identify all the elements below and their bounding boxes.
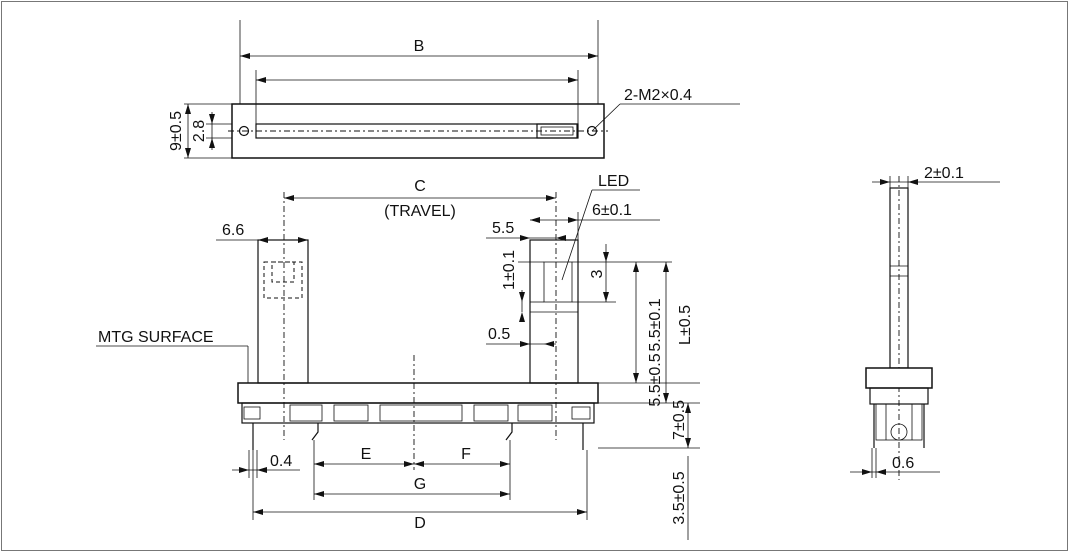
dim-label-5-5: 5.5 bbox=[492, 220, 514, 237]
dim-label-0-5: 0.5 bbox=[488, 326, 510, 343]
front-view: C (TRAVEL) 6.6 5.5 6±0.1 LED 1±0.1 0.5 bbox=[96, 173, 700, 540]
top-view: B 9±0.5 2.8 2-M2×0.4 bbox=[168, 20, 740, 159]
dim-label-D: D bbox=[414, 515, 426, 532]
dim-label-F: F bbox=[461, 446, 471, 463]
front-view-base bbox=[237, 382, 599, 404]
dim-label-7-tol: 7±0.5 bbox=[671, 400, 688, 440]
dim-label-0-4: 0.4 bbox=[270, 453, 292, 470]
mount-hole-left bbox=[238, 125, 250, 137]
dim-label-9-tol: 9±0.5 bbox=[168, 111, 185, 151]
mtg-surface-label: MTG SURFACE bbox=[98, 329, 214, 346]
dim-label-1-tol: 1±0.1 bbox=[501, 250, 518, 290]
dim-label-6-6: 6.6 bbox=[222, 222, 244, 239]
dim-label-2-tol: 2±0.1 bbox=[924, 165, 964, 182]
top-view-knob bbox=[536, 123, 578, 139]
dim-label-5-5-tol: 5.5±0.1 bbox=[647, 298, 664, 351]
side-view: 2±0.1 0.6 bbox=[850, 165, 1000, 480]
travel-label: (TRAVEL) bbox=[384, 203, 456, 220]
dim-label-0-6: 0.6 bbox=[892, 455, 914, 472]
dim-label-5-5-tol2: 5.5±0.5 bbox=[647, 353, 664, 406]
led-slider-lever bbox=[529, 239, 579, 384]
dim-label-3-5-tol: 3.5±0.5 bbox=[671, 471, 688, 524]
screw-label: 2-M2×0.4 bbox=[624, 87, 692, 104]
dim-label-2-8: 2.8 bbox=[191, 120, 208, 142]
dim-label-6-tol: 6±0.1 bbox=[592, 202, 632, 219]
mount-hole-right bbox=[586, 125, 598, 137]
dim-label-C: C bbox=[414, 178, 426, 195]
dim-label-L-tol: L±0.5 bbox=[677, 305, 694, 345]
dim-label-B: B bbox=[414, 38, 425, 55]
dim-label-E: E bbox=[361, 446, 372, 463]
dim-label-3: 3 bbox=[589, 269, 606, 278]
dim-label-G: G bbox=[414, 476, 426, 493]
led-label: LED bbox=[598, 173, 629, 190]
